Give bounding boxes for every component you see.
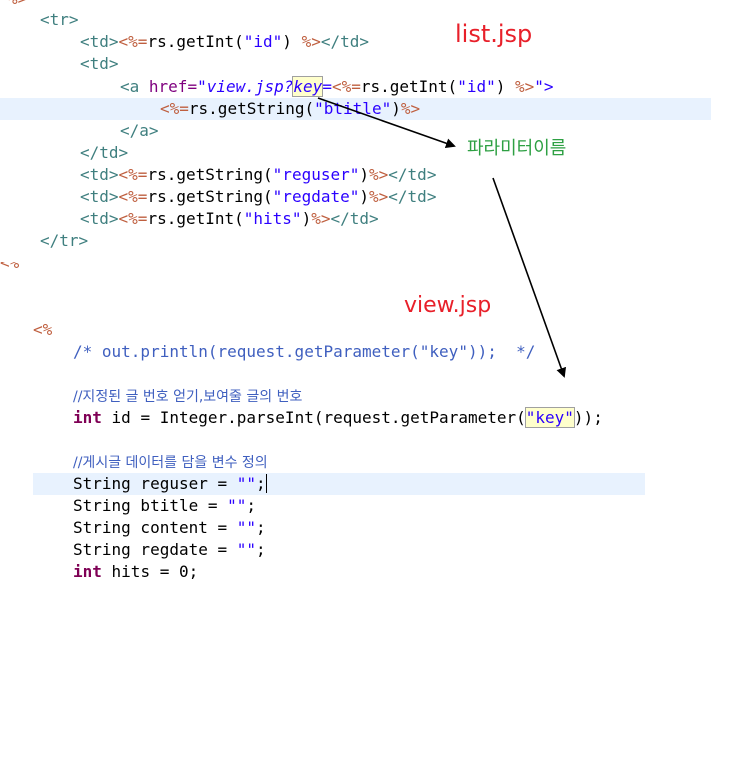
td-open-tag: <td>: [80, 209, 119, 228]
list-line-1: <tr>: [40, 9, 79, 31]
list-line-10: <td><%=rs.getInt("hits")%></td>: [80, 208, 379, 230]
href-value-end: ">: [534, 77, 554, 96]
code-text: ;: [256, 518, 266, 537]
korean-comment-text: //지정된 글 번호 얻기,보여줄 글의 번호: [73, 389, 303, 405]
tr-close-tag: </tr>: [40, 231, 89, 250]
string-literal: "": [227, 496, 247, 515]
string-literal: "": [236, 518, 257, 537]
code-text: String content =: [73, 518, 237, 537]
view-line-6: String reguser = "";: [73, 473, 267, 495]
code-text: rs.getString(: [147, 165, 273, 184]
code-text: rs.getInt(: [147, 209, 244, 228]
list-line-6: </a>: [120, 120, 159, 142]
view-line-4: int id = Integer.parseInt(request.getPar…: [73, 407, 603, 429]
key-param-highlight: key: [292, 76, 324, 97]
code-text: String btitle =: [73, 496, 228, 515]
code-text: ;: [246, 496, 257, 515]
keyword-int: int: [73, 562, 102, 581]
list-line-5: <%=rs.getString("btitle")%>: [160, 98, 420, 120]
list-line-12: <%: [0, 253, 20, 272]
jsp-expr-close: %>: [311, 209, 331, 228]
string-literal: "id": [457, 77, 496, 96]
korean-comment-text: //게시글 데이터를 담을 변수 정의: [73, 455, 268, 471]
a-close-tag: </a>: [120, 121, 159, 140]
jsp-expr-close: %>: [514, 77, 535, 96]
list-line-9: <td><%=rs.getString("regdate")%></td>: [80, 186, 436, 208]
string-literal: "": [236, 474, 257, 493]
keyword-int: int: [73, 408, 102, 427]
tr-open-tag: <tr>: [40, 10, 79, 29]
view-line-2-comment: /* out.println(request.getParameter("key…: [73, 342, 536, 361]
list-line-8: <td><%=rs.getString("reguser")%></td>: [80, 164, 436, 186]
jsp-expr-close: %>: [400, 99, 421, 118]
td-open-tag: <td>: [80, 187, 119, 206]
parameter-name-label: 파라미터이름: [467, 138, 567, 159]
td-close-tag: </td>: [80, 143, 129, 162]
code-text: String regdate =: [73, 540, 237, 559]
jsp-expr-open: <%=: [118, 165, 148, 184]
view-line-8: String content = "";: [73, 517, 266, 539]
string-literal: "hits": [243, 209, 302, 228]
code-text: ): [359, 165, 370, 184]
view-line-9: String regdate = "";: [73, 539, 266, 561]
code-text: ): [359, 187, 370, 206]
view-line-3-comment: //지정된 글 번호 얻기,보여줄 글의 번호: [73, 385, 302, 407]
code-text: ): [391, 99, 401, 118]
view-line-5-comment: //게시글 데이터를 담을 변수 정의: [73, 451, 268, 473]
jsp-expr-close: %>: [369, 187, 389, 206]
list-line-4: <a href="view.jsp?key=<%=rs.getInt("id")…: [120, 76, 554, 98]
jsp-expr-open: <%=: [118, 32, 148, 51]
text-cursor: [265, 474, 267, 493]
td-close-tag: </td>: [320, 32, 370, 51]
td-close-tag: </td>: [330, 209, 379, 228]
view-line-1: <%: [33, 320, 53, 339]
code-text: rs.getString(: [188, 99, 315, 118]
href-value: "view.jsp?: [197, 77, 294, 96]
string-literal: "btitle": [314, 99, 392, 118]
list-line-11: </tr>: [40, 230, 88, 252]
top-fragment: %>: [8, 0, 27, 10]
string-literal: "regdate": [272, 187, 360, 206]
href-value-eq: =: [322, 77, 332, 96]
code-text: ): [301, 209, 312, 228]
jsp-expr-close: %>: [291, 32, 321, 51]
code-text: ;: [256, 540, 266, 559]
key-string-highlight: "key": [524, 407, 575, 428]
td-open-tag: <td>: [80, 54, 119, 73]
jsp-expr-open: <%=: [331, 77, 361, 96]
view-line-10: int hits = 0;: [73, 561, 198, 583]
code-text: ;: [256, 474, 266, 493]
td-open-tag: <td>: [80, 32, 119, 51]
code-text: rs.getString(: [147, 187, 273, 206]
td-open-tag: <td>: [80, 165, 119, 184]
list-line-2: <td><%=rs.getInt("id") %></td>: [80, 31, 369, 53]
jsp-expr-open: <%=: [118, 209, 148, 228]
code-text: String reguser =: [73, 474, 237, 493]
code-text: ): [495, 77, 515, 96]
code-text: ): [282, 32, 292, 51]
string-literal: "": [236, 540, 257, 559]
code-text: id = Integer.parseInt(request.getParamet…: [101, 408, 526, 427]
string-literal: "reguser": [272, 165, 360, 184]
list-jsp-label: list.jsp: [455, 20, 533, 48]
current-line-highlight: [33, 473, 645, 495]
td-close-tag: </td>: [388, 187, 437, 206]
jsp-expr-close: %>: [369, 165, 389, 184]
jsp-expr-open: <%=: [160, 99, 189, 118]
view-line-7: String btitle = "";: [73, 495, 256, 517]
td-close-tag: </td>: [388, 165, 437, 184]
view-jsp-label: view.jsp: [404, 293, 492, 318]
a-open-tag: <a: [120, 77, 149, 96]
jsp-expr-open: <%=: [118, 187, 148, 206]
href-attribute: href=: [148, 77, 198, 96]
code-text: hits = 0;: [101, 562, 199, 581]
code-text: rs.getInt(: [360, 77, 458, 96]
list-line-3: <td>: [80, 53, 119, 75]
code-text: rs.getInt(: [147, 32, 244, 51]
code-text: ));: [573, 408, 603, 427]
string-literal: "id": [243, 32, 283, 51]
list-line-7: </td>: [80, 142, 128, 164]
